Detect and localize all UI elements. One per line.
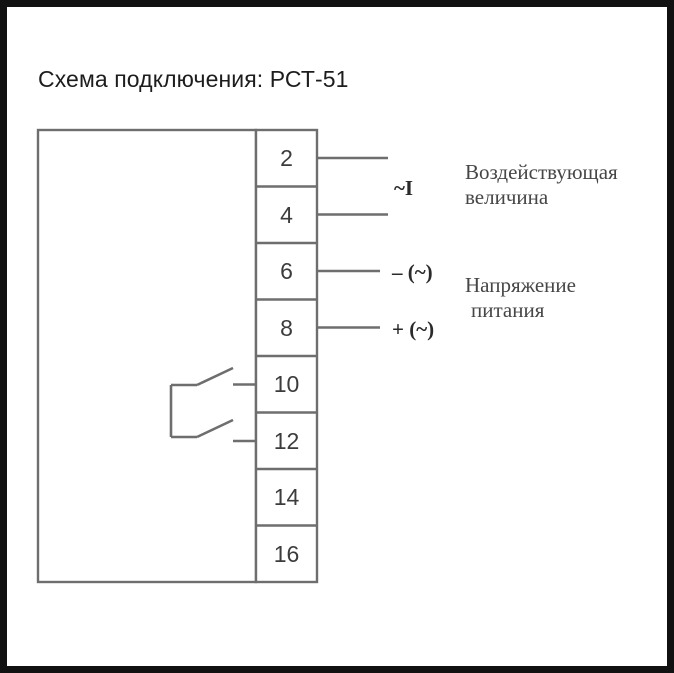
- terminal-number-12: 12: [273, 427, 300, 454]
- page-title: Схема подключения: РСТ-51: [38, 66, 349, 92]
- label-supply-voltage-line2: питания: [471, 298, 545, 322]
- terminal-number-8: 8: [280, 314, 293, 341]
- terminal-number-6: 6: [280, 258, 293, 284]
- symbol-supply-negative: – (~): [392, 260, 433, 284]
- terminal-number-4: 4: [280, 201, 293, 228]
- relay-blade-lower: [196, 418, 234, 439]
- wiring-schematic: [36, 128, 388, 584]
- label-measured-quantity-line2: величина: [465, 185, 549, 209]
- label-measured-quantity-line1: Воздействующая: [465, 160, 618, 184]
- relay-blade-upper: [196, 366, 234, 387]
- label-supply-voltage-line1: Напряжение: [465, 273, 576, 297]
- terminal-number-14: 14: [273, 484, 300, 510]
- device-body: [36, 128, 258, 584]
- terminal-number-10: 10: [273, 371, 300, 397]
- symbol-supply-positive: + (~): [392, 317, 435, 341]
- diagram-canvas: Схема подключения: РСТ-51: [7, 7, 667, 666]
- label-measured-quantity: Воздействующая величина: [465, 160, 618, 210]
- label-supply-voltage: Напряжение питания: [465, 273, 576, 323]
- terminal-number-16: 16: [273, 540, 300, 567]
- terminal-number-2: 2: [280, 145, 293, 171]
- symbol-measured-quantity: ~I: [394, 176, 414, 200]
